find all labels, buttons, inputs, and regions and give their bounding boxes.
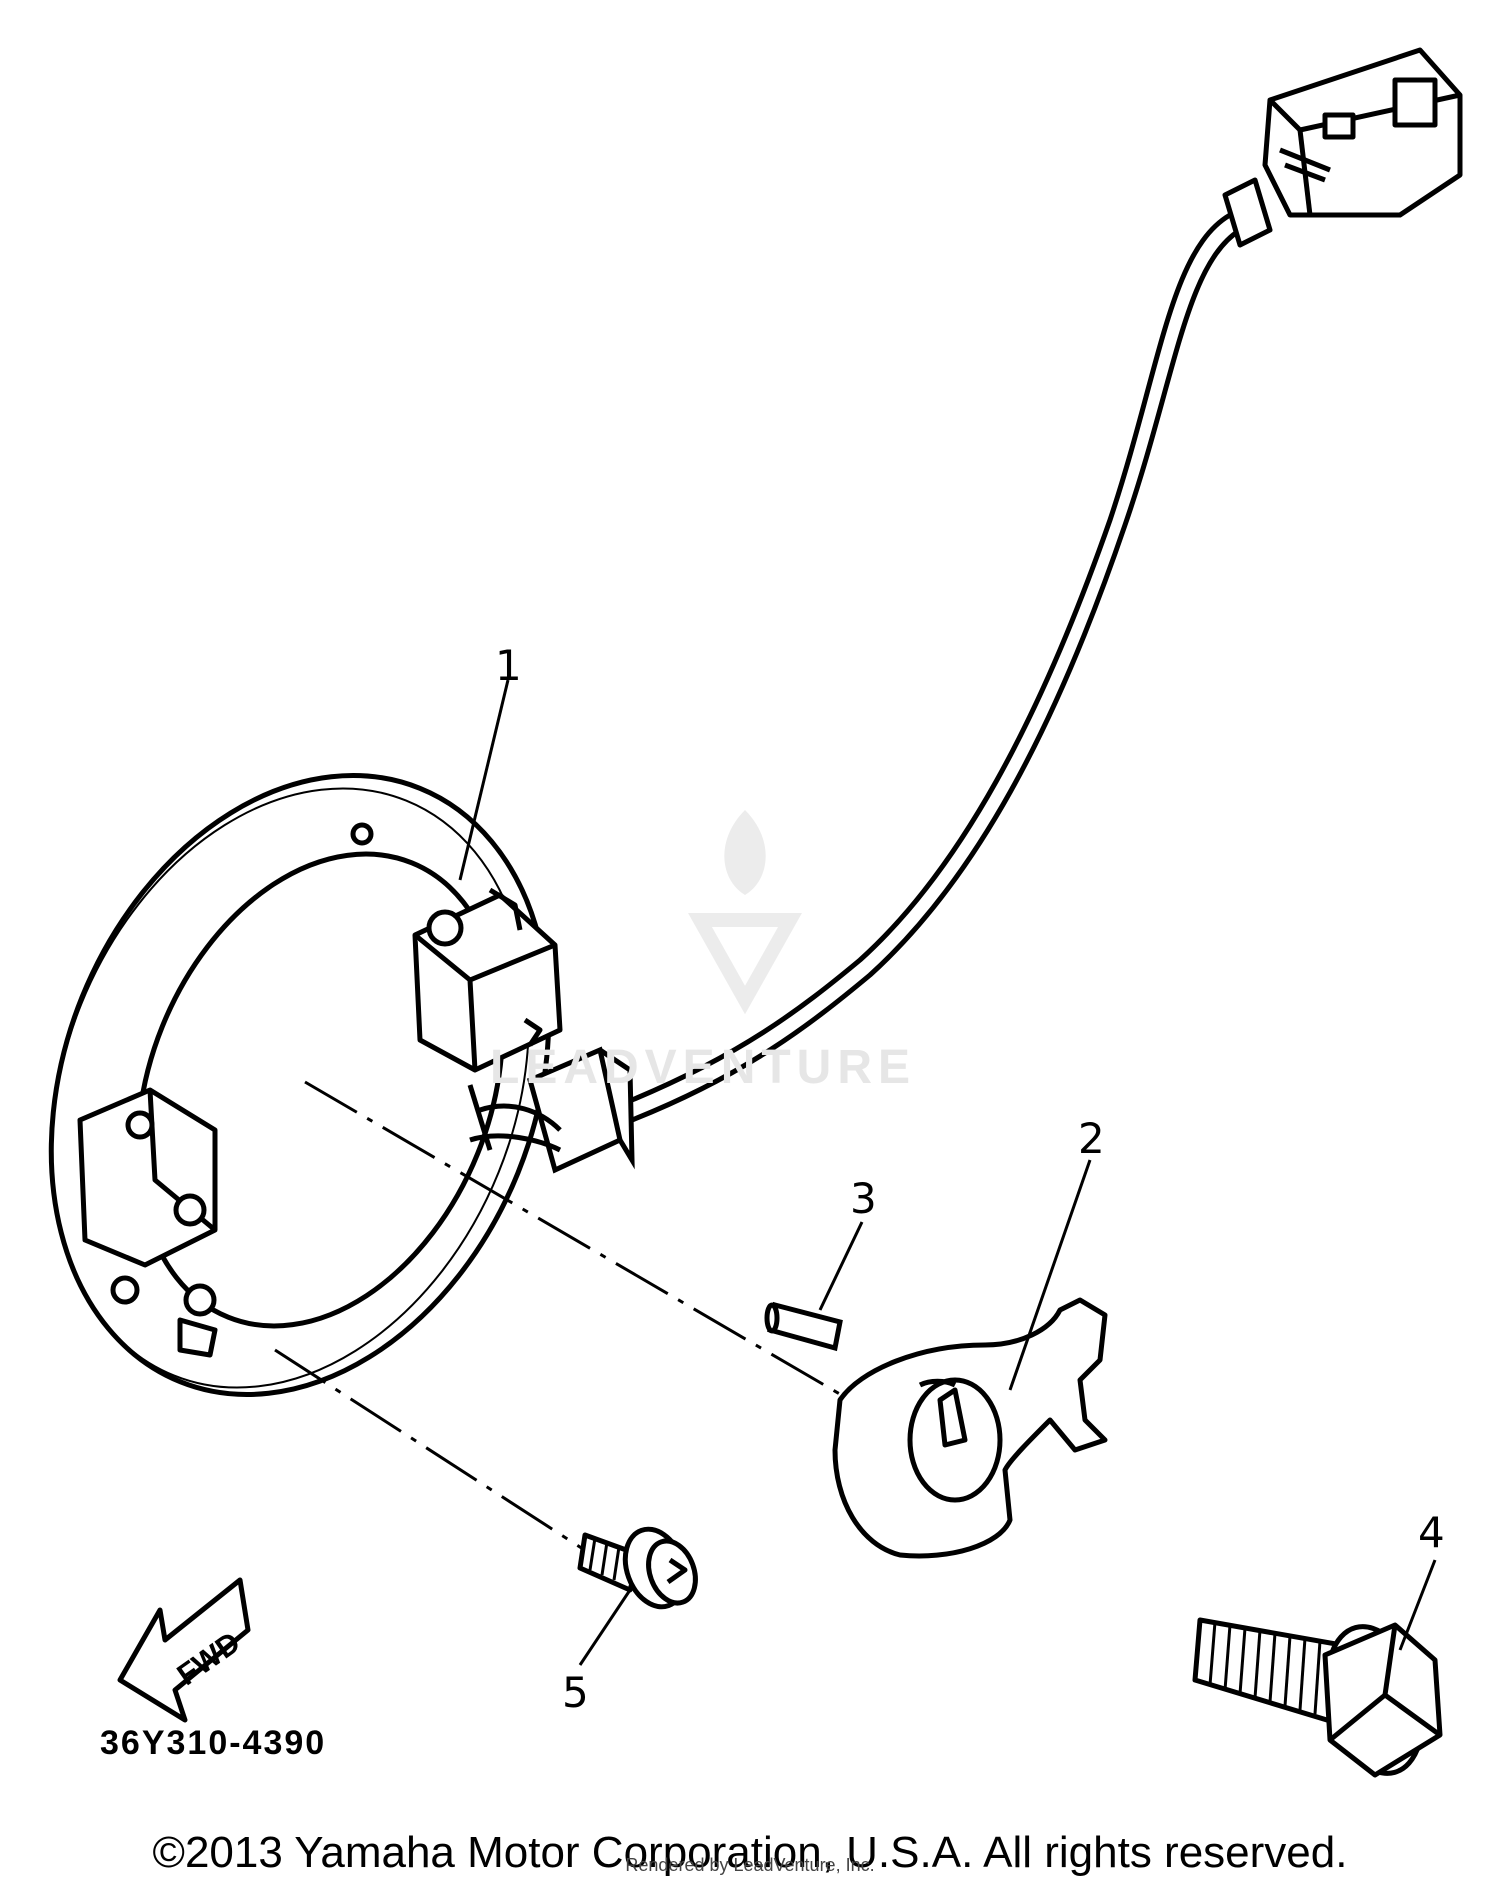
part-5-screw <box>577 1526 698 1610</box>
part-2-timing-plate <box>832 1297 1108 1559</box>
copyright-notice: ©2013 Yamaha Motor Corporation, U.S.A. A… <box>152 1828 1348 1877</box>
stator-outer-ring <box>48 773 552 1397</box>
callout-5: 5 <box>562 1668 589 1717</box>
callout-2: 2 <box>1078 1114 1105 1163</box>
callout-4: 4 <box>1418 1508 1445 1557</box>
leader-1 <box>458 679 510 881</box>
leader-lines <box>458 679 1437 1666</box>
part-3-dowel-pin <box>764 1301 843 1352</box>
watermark-text: LEADVENTURE <box>490 1041 917 1094</box>
rendered-by-text: Rendered by LeadVenture, Inc. <box>625 1855 875 1875</box>
terminal-block <box>77 1087 218 1358</box>
leader-3 <box>818 1221 864 1311</box>
leader-2 <box>1008 1159 1092 1391</box>
watermark-logo <box>688 810 802 1015</box>
connector-plug <box>1222 47 1463 248</box>
pulser-coil <box>412 887 563 1073</box>
part-code: 36Y310-4390 <box>100 1724 327 1762</box>
fwd-arrow-icon: FWD <box>117 1577 251 1723</box>
part-4-flange-bolt <box>1192 1617 1443 1778</box>
assembly-lines <box>274 1080 851 1562</box>
stator-plate <box>48 773 552 1397</box>
leader-5 <box>578 1589 632 1666</box>
wire-harness <box>467 212 1242 1174</box>
stator-inner-ring <box>135 851 505 1329</box>
stator-hole <box>350 822 374 846</box>
leader-4 <box>1398 1559 1437 1651</box>
callout-3: 3 <box>850 1174 877 1223</box>
callout-1: 1 <box>495 641 522 690</box>
